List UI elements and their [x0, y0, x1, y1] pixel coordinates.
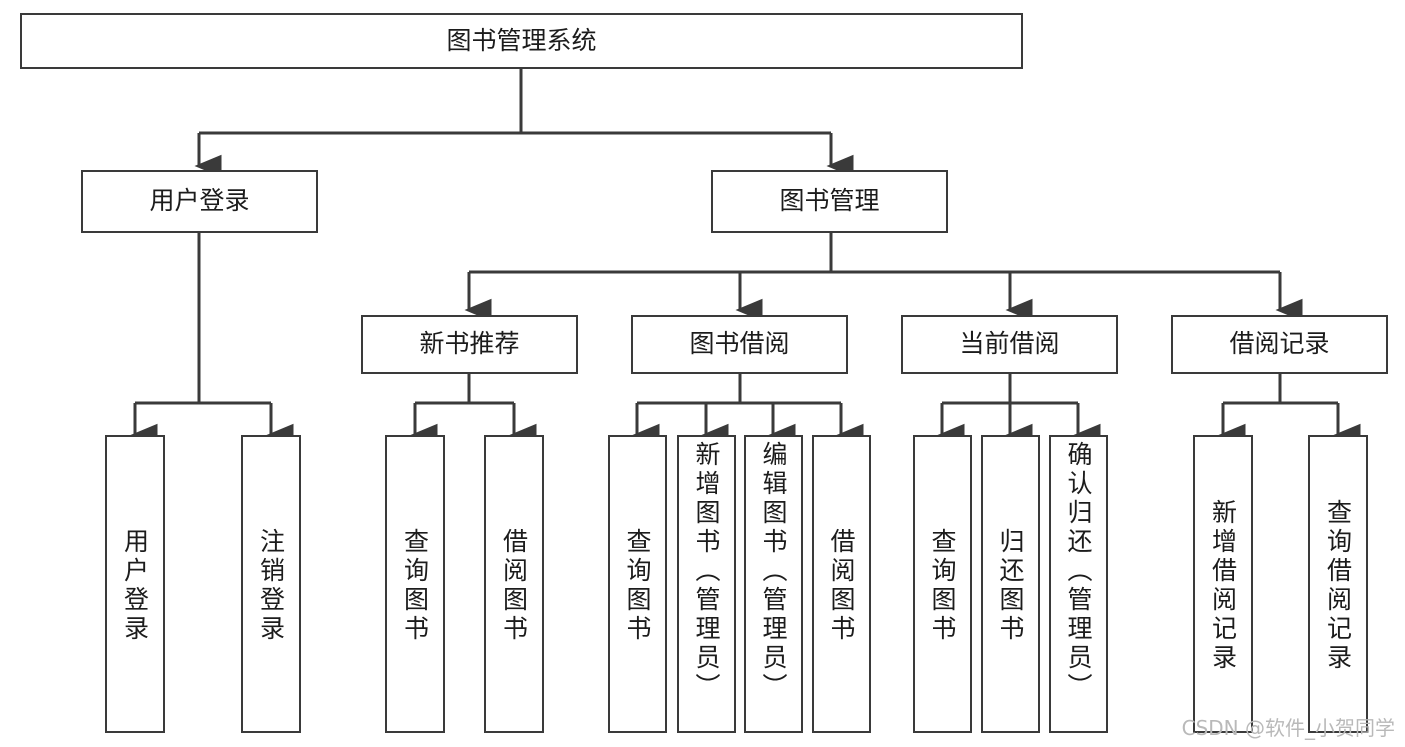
leaf-user-login[interactable]: 用户登录	[105, 435, 165, 733]
node-label: 图书管理	[779, 186, 880, 216]
node-label: 查询图书	[400, 528, 430, 644]
leaf-text-wrap: 注销登录	[256, 441, 286, 731]
node-label: 归还图书	[996, 528, 1025, 644]
leaf-text-wrap: 确认归还（管理员）	[1064, 441, 1093, 731]
csdn-watermark: CSDN @软件_小贺同学	[1181, 716, 1395, 740]
leaf-text-wrap: 查询图书	[623, 441, 652, 731]
node-borrow-records[interactable]: 借阅记录	[1171, 315, 1388, 374]
node-label: 借阅图书	[499, 528, 529, 644]
node-root-system[interactable]: 图书管理系统	[20, 13, 1023, 69]
leaf-text-wrap: 新增借阅记录	[1208, 441, 1238, 731]
node-label: 注销登录	[256, 528, 286, 644]
node-user-login[interactable]: 用户登录	[81, 170, 318, 233]
node-label: 查询图书	[928, 528, 957, 644]
node-label: 当前借阅	[959, 329, 1060, 359]
leaf-edit-book-admin[interactable]: 编辑图书（管理员）	[744, 435, 803, 733]
leaf-query-book-current[interactable]: 查询图书	[913, 435, 972, 733]
leaf-user-logout[interactable]: 注销登录	[241, 435, 301, 733]
node-label: 图书借阅	[689, 329, 790, 359]
node-label: 用户登录	[149, 186, 250, 216]
node-current-borrow[interactable]: 当前借阅	[901, 315, 1118, 374]
leaf-confirm-return-admin[interactable]: 确认归还（管理员）	[1049, 435, 1108, 733]
leaf-text-wrap: 新增图书（管理员）	[692, 441, 721, 731]
node-label: 查询图书	[623, 528, 652, 644]
node-label: 新增借阅记录	[1208, 499, 1238, 673]
node-label: 新增图书（管理员）	[692, 441, 721, 702]
leaf-add-borrow-record[interactable]: 新增借阅记录	[1193, 435, 1253, 733]
node-label: 新书推荐	[419, 329, 520, 359]
leaf-text-wrap: 查询图书	[400, 441, 430, 731]
leaf-add-book-admin[interactable]: 新增图书（管理员）	[677, 435, 736, 733]
leaf-query-book-recommend[interactable]: 查询图书	[385, 435, 445, 733]
leaf-text-wrap: 借阅图书	[827, 441, 856, 731]
leaf-text-wrap: 归还图书	[996, 441, 1025, 731]
leaf-text-wrap: 借阅图书	[499, 441, 529, 731]
node-book-management[interactable]: 图书管理	[711, 170, 948, 233]
node-book-borrow[interactable]: 图书借阅	[631, 315, 848, 374]
leaf-text-wrap: 查询图书	[928, 441, 957, 731]
leaf-borrow-book-recommend[interactable]: 借阅图书	[484, 435, 544, 733]
leaf-text-wrap: 查询借阅记录	[1323, 441, 1353, 731]
node-label: 用户登录	[120, 528, 150, 644]
leaf-text-wrap: 编辑图书（管理员）	[759, 441, 788, 731]
leaf-borrow-book-borrow[interactable]: 借阅图书	[812, 435, 871, 733]
leaf-text-wrap: 用户登录	[120, 441, 150, 731]
node-label: 图书管理系统	[446, 25, 597, 55]
leaf-query-book-borrow[interactable]: 查询图书	[608, 435, 667, 733]
leaf-query-borrow-record[interactable]: 查询借阅记录	[1308, 435, 1368, 733]
node-label: 查询借阅记录	[1323, 499, 1353, 673]
node-label: 借阅记录	[1229, 329, 1330, 359]
leaf-return-book[interactable]: 归还图书	[981, 435, 1040, 733]
node-label: 编辑图书（管理员）	[759, 441, 788, 702]
node-new-book-recommend[interactable]: 新书推荐	[361, 315, 578, 374]
node-label: 确认归还（管理员）	[1064, 441, 1093, 702]
node-label: 借阅图书	[827, 528, 856, 644]
